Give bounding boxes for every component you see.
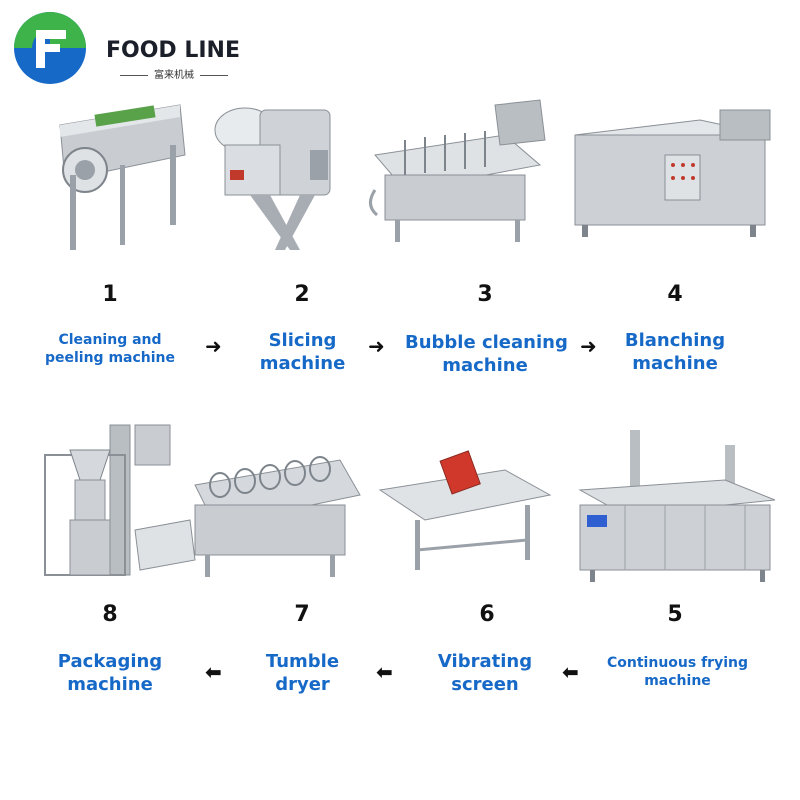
step-label-line: machine [67,673,153,695]
continuous-frying-machine-image [578,430,776,582]
slicing-machine-image [214,107,331,250]
step-label-line: machine [644,672,711,689]
step-number: 3 [477,282,493,307]
step-label: Slicing machine [240,330,365,375]
brand-name: FOOD LINE [106,38,240,63]
step-label: Tumble dryer [245,651,360,696]
step-label-line: machine [632,352,718,374]
step-number: 6 [479,602,495,627]
blanching-machine-image [574,109,771,237]
step-number: 4 [667,282,683,307]
step-label-line: machine [259,352,346,374]
step-label-line: Vibrating [437,651,533,672]
step-label-line: Cleaning and [58,332,162,348]
step-label-line: screen [451,673,519,695]
arrow-right-icon: ➜ [368,334,385,358]
arrow-right-icon: ➜ [580,334,597,358]
cleaning-peeling-machine-image [59,104,186,250]
step-label-line: Packaging [57,651,163,672]
step-label-line: Slicing [268,330,337,351]
step-label-line: dryer [275,673,330,695]
brand-subtitle: 富来机械 [106,66,242,81]
step-label-line: Bubble cleaning [405,332,568,353]
step-number: 8 [102,602,118,627]
food-line-logo-icon [14,12,86,84]
vibrating-screen-image [378,450,552,570]
step-label: Bubble cleaning machine [405,332,568,377]
step-label: Vibrating screen [420,651,550,696]
step-number: 2 [294,282,310,307]
step-label-line: Tumble [265,651,340,672]
tumble-dryer-image [194,456,361,577]
arrow-left-icon: ⬅ [562,660,579,684]
step-label-line: Continuous frying [607,655,748,671]
arrow-left-icon: ⬅ [376,660,393,684]
step-label: Blanching machine [610,330,740,375]
bubble-cleaning-machine-image [369,99,546,242]
arrow-right-icon: ➜ [205,334,222,358]
step-number: 7 [294,602,310,627]
step-label: Cleaning and peeling machine [30,332,190,367]
step-label: Packaging machine [45,651,175,696]
brand-logo: FOOD LINE 富来机械 [10,8,250,88]
step-label-line: machine [442,354,528,376]
step-number: 5 [667,602,683,627]
step-number: 1 [102,282,118,307]
arrow-left-icon: ⬅ [205,660,222,684]
step-label-line: Blanching [624,330,726,351]
step-label-line: peeling machine [44,349,176,366]
step-label: Continuous frying machine [595,655,760,690]
packaging-machine-image [44,424,196,576]
